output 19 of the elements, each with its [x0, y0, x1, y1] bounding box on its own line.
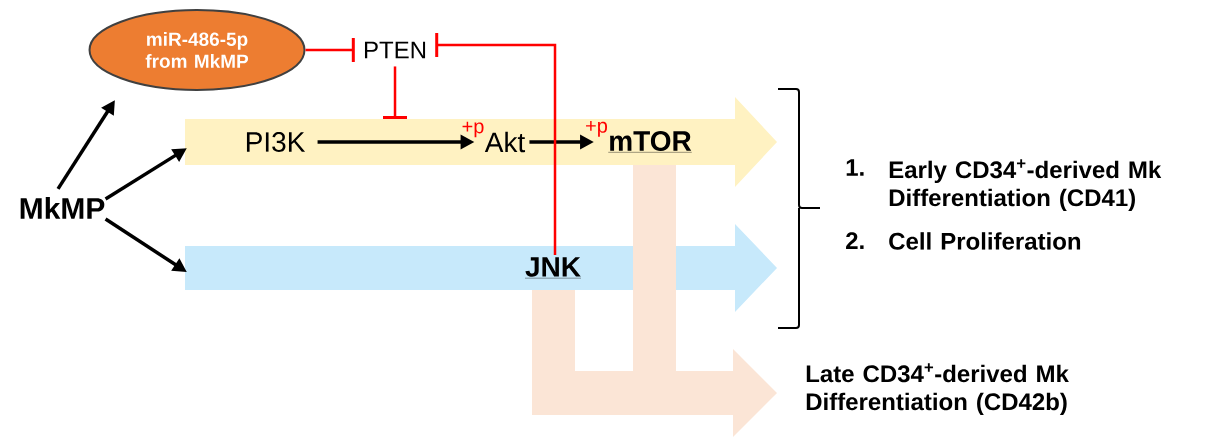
list-number: 1.	[846, 159, 864, 176]
band-arrow	[185, 224, 777, 312]
gene-label: MkMP	[20, 197, 105, 219]
gene-label: mTOR	[608, 131, 692, 153]
gene-label: JNK	[524, 257, 582, 279]
list-number: 2.	[846, 232, 864, 249]
ellipse-node: miR-486-5p from MkMP	[88, 9, 306, 91]
outcome-text: Early CD34$^{+}$-derived Mk Differentiation (CD41)	[889, 159, 1162, 212]
inhibition-line	[305, 38, 355, 62]
inhibition-line	[383, 66, 407, 119]
phospho-mark: +p	[586, 121, 608, 137]
phospho-mark: +p	[462, 121, 484, 138]
inhibition-line	[435, 33, 557, 255]
gene-label: Akt	[484, 131, 526, 153]
gene-label: PI3K	[246, 132, 306, 152]
gene-label: PTEN	[365, 41, 426, 59]
band-arrow	[185, 97, 777, 187]
outcome-text: Late CD34$^{+}$-derived Mk Differentiation (CD42b)	[806, 363, 1069, 416]
outcome-text: Cell Proliferation	[889, 232, 1081, 250]
